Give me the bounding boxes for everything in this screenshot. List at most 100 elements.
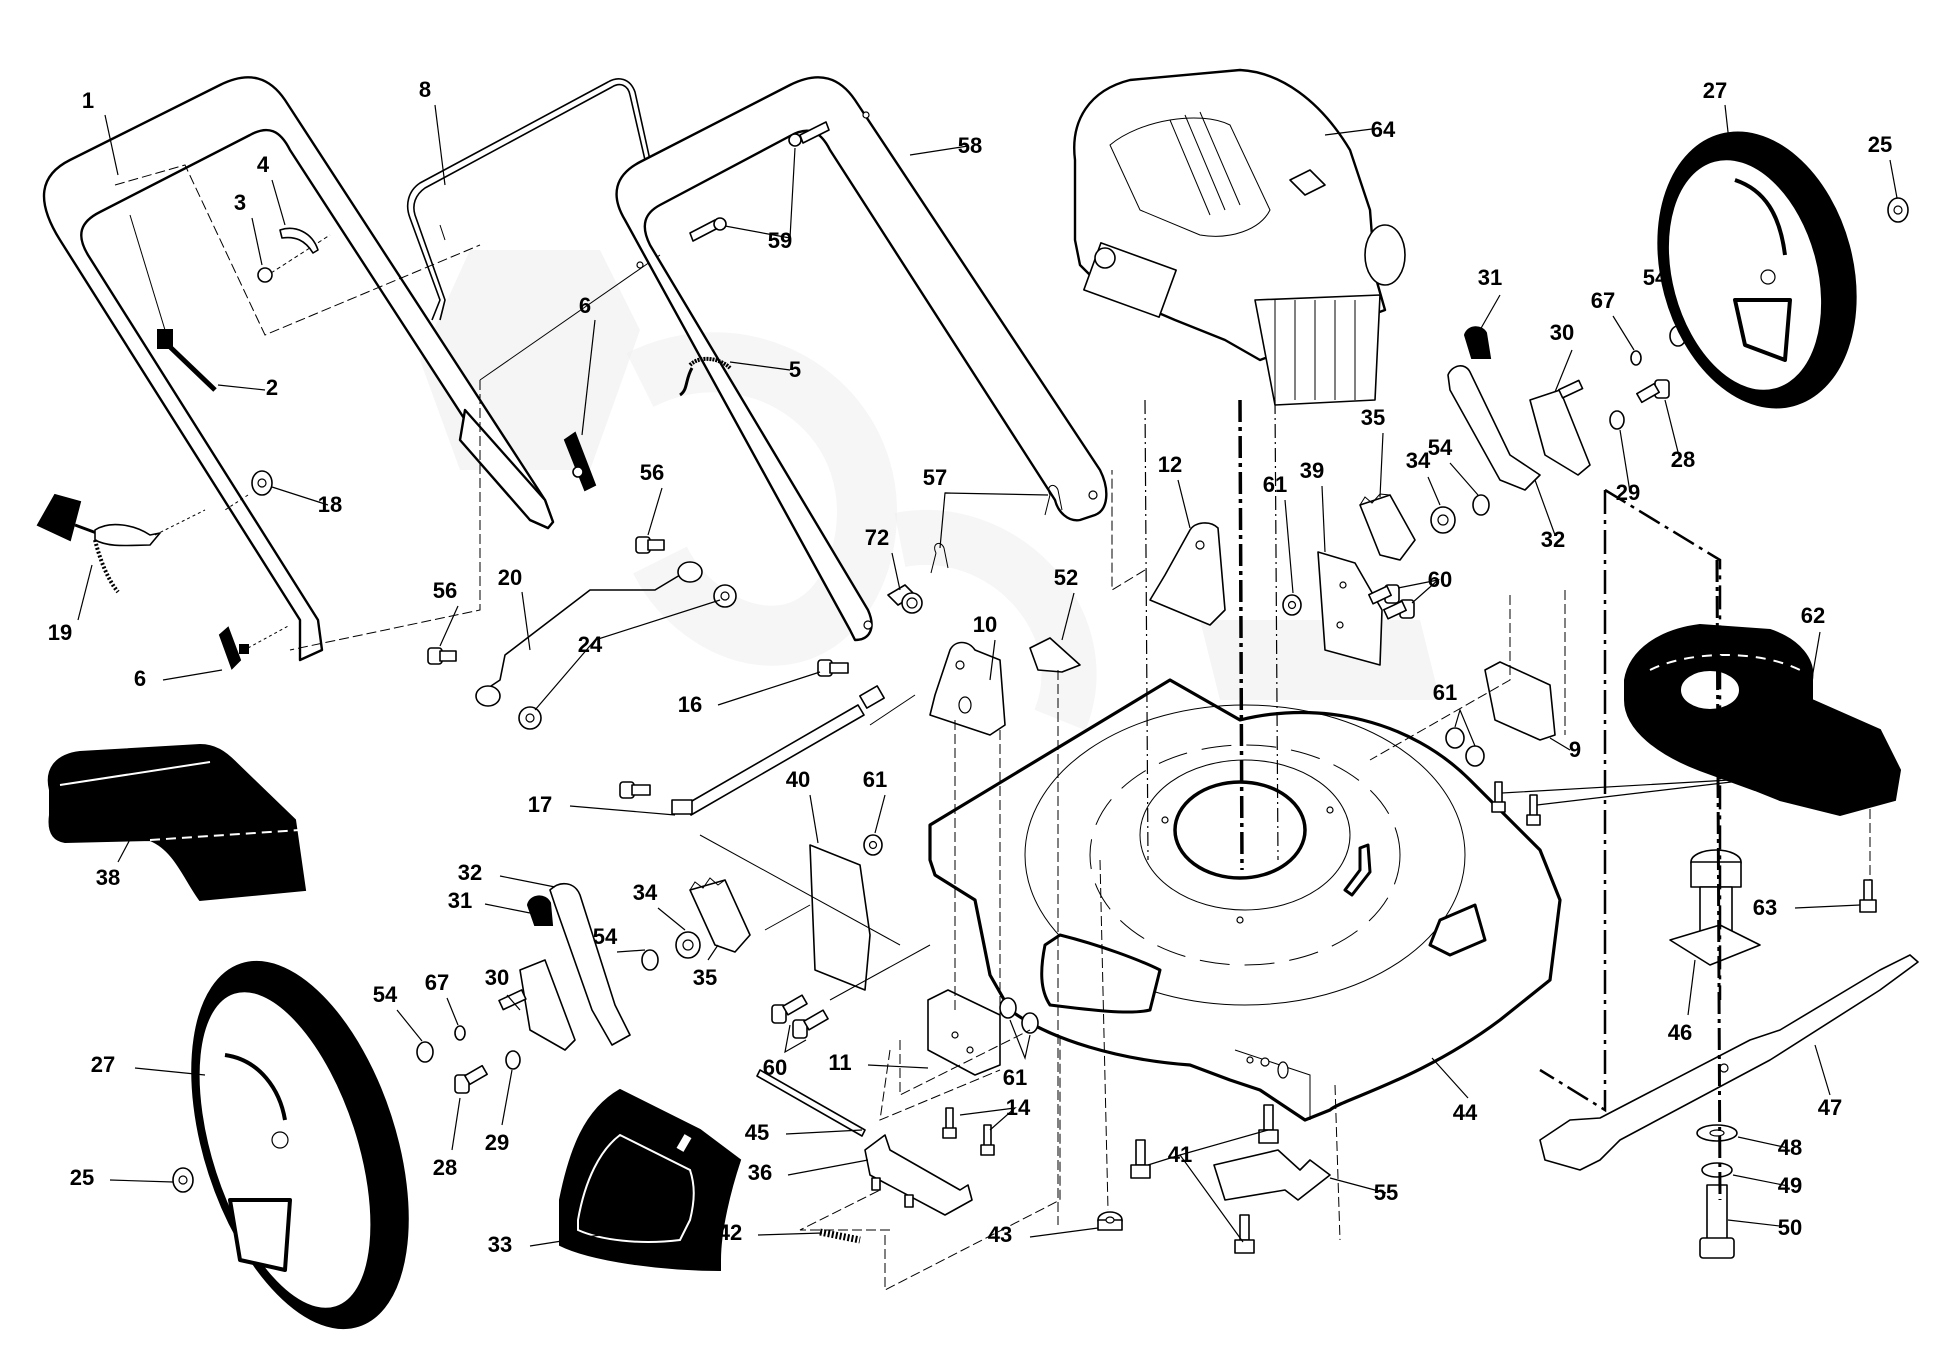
callout-hair-pin[interactable]: 57 [923, 465, 1049, 549]
deck-bolts-41[interactable] [1130, 1104, 1279, 1254]
hex-nut-43[interactable] [1097, 1211, 1123, 1231]
mid-handle[interactable] [289, 254, 661, 651]
callout-cable-tie-handle[interactable]: 5 [729, 357, 801, 382]
callout-height-link[interactable]: 20 [498, 565, 531, 651]
part-number-label[interactable]: 46 [1668, 1020, 1692, 1045]
spacer-34-left[interactable] [675, 931, 701, 959]
part-number-label[interactable]: 27 [1703, 78, 1727, 103]
callout-adjuster-plate-right[interactable]: 35 [1361, 405, 1385, 498]
callout-engine[interactable]: 64 [1324, 117, 1396, 142]
cable-guide-4[interactable] [279, 227, 319, 254]
part-number-label[interactable]: 32 [458, 860, 482, 885]
part-number-label[interactable]: 61 [1433, 680, 1457, 705]
nuts-61-right-lower[interactable] [1445, 727, 1485, 767]
callout-wheel-cover[interactable]: 33 [488, 1232, 601, 1257]
part-number-label[interactable]: 10 [973, 612, 997, 637]
part-number-label[interactable]: 6 [579, 293, 591, 318]
part-number-label[interactable]: 72 [865, 525, 889, 550]
callout-carriage-bolts[interactable]: 59 [724, 147, 796, 253]
nuts-61-left-lower[interactable] [999, 997, 1039, 1034]
control-bail-8[interactable] [406, 78, 651, 321]
height-lever-32-right[interactable] [1447, 365, 1541, 491]
wheel-27-left[interactable] [151, 935, 449, 1345]
callout-bracket-left-lower[interactable]: 11 [828, 1050, 929, 1075]
part-number-label[interactable]: 61 [1003, 1065, 1027, 1090]
bracket-11[interactable] [927, 989, 1001, 1076]
part-number-label[interactable]: 57 [923, 465, 947, 490]
part-number-label[interactable]: 27 [91, 1052, 115, 1077]
part-number-label[interactable]: 45 [745, 1120, 769, 1145]
lock-nut-24[interactable] [518, 584, 737, 730]
callout-hex-nut[interactable]: 43 [988, 1222, 1099, 1247]
part-number-label[interactable]: 64 [1371, 117, 1396, 142]
part-number-label[interactable]: 6 [134, 666, 146, 691]
part-number-label[interactable]: 20 [498, 565, 522, 590]
callout-hub-cap-left[interactable]: 25 [70, 1165, 174, 1190]
part-number-label[interactable]: 63 [1753, 895, 1777, 920]
part-number-label[interactable]: 54 [1428, 435, 1453, 460]
callout-blade-washer[interactable]: 48 [1737, 1135, 1802, 1160]
axle-plate-30-right[interactable] [1529, 379, 1591, 476]
callout-height-lever-left[interactable]: 32 [458, 860, 556, 888]
callout-deck-bolts[interactable]: 41 [1147, 1129, 1269, 1243]
nut-61-left-bracket[interactable] [863, 834, 883, 856]
callout-rear-door-bracket[interactable]: 36 [748, 1159, 869, 1185]
part-number-label[interactable]: 17 [528, 792, 552, 817]
callout-nut[interactable]: 18 [271, 486, 342, 517]
part-number-label[interactable]: 25 [1868, 132, 1892, 157]
callout-hub-cap-right[interactable]: 25 [1868, 132, 1898, 199]
callout-cable-guide[interactable]: 4 [257, 152, 286, 226]
part-number-label[interactable]: 38 [96, 865, 120, 890]
callout-hinge-bracket-right[interactable]: 12 [1158, 452, 1191, 529]
callout-shoulder-bolt[interactable]: 16 [678, 671, 821, 717]
blade-adapter-46[interactable] [1669, 849, 1761, 966]
part-number-label[interactable]: 42 [718, 1220, 742, 1245]
bolts-60-right[interactable] [1368, 584, 1415, 620]
part-number-label[interactable]: 59 [768, 228, 792, 253]
callout-bolts-right[interactable]: 60 [1397, 567, 1452, 604]
callout-nut-left-bracket[interactable]: 61 [863, 767, 887, 834]
part-number-label[interactable]: 36 [748, 1160, 772, 1185]
part-number-label[interactable]: 24 [578, 632, 603, 657]
callout-cable-clip[interactable]: 72 [865, 525, 901, 591]
spring-42[interactable] [819, 1228, 861, 1244]
part-number-label[interactable]: 34 [633, 880, 658, 905]
engine-64[interactable] [1073, 68, 1406, 406]
bolt-56-lower[interactable] [427, 647, 457, 665]
callout-washer-right[interactable]: 29 [1616, 429, 1640, 505]
part-number-label[interactable]: 9 [1569, 737, 1581, 762]
bolts-60-left[interactable] [771, 994, 829, 1039]
hair-pin-57[interactable] [930, 484, 1063, 574]
part-number-label[interactable]: 33 [488, 1232, 512, 1257]
part-number-label[interactable]: 60 [1428, 567, 1452, 592]
callout-height-bracket-right[interactable]: 39 [1300, 458, 1326, 553]
callout-lock-nut[interactable]: 24 [534, 599, 721, 711]
part-number-label[interactable]: 62 [1801, 603, 1825, 628]
part-number-label[interactable]: 54 [373, 982, 398, 1007]
callout-blade-adapter[interactable]: 46 [1668, 959, 1696, 1045]
part-number-label[interactable]: 67 [425, 970, 449, 995]
rear-flap-38[interactable] [47, 743, 307, 902]
callout-deck-plug[interactable]: 52 [1054, 565, 1078, 641]
part-number-label[interactable]: 34 [1406, 448, 1431, 473]
part-number-label[interactable]: 35 [1361, 405, 1385, 430]
part-number-label[interactable]: 2 [266, 375, 278, 400]
hinge-bracket-10[interactable] [929, 641, 1006, 736]
part-number-label[interactable]: 56 [640, 460, 664, 485]
callout-bolt-link-lower[interactable]: 56 [433, 578, 459, 647]
o-ring-67-left[interactable] [454, 1025, 466, 1041]
callout-bracket-right[interactable]: 9 [1549, 737, 1581, 762]
callout-baffle-screw[interactable]: 63 [1753, 895, 1861, 920]
callout-washer-right-inner[interactable]: 54 [1428, 435, 1479, 496]
part-number-label[interactable]: 12 [1158, 452, 1182, 477]
height-lever-32-left[interactable] [549, 882, 631, 1046]
part-number-label[interactable]: 16 [678, 692, 702, 717]
part-number-label[interactable]: 56 [433, 578, 457, 603]
callout-bolt-left[interactable]: 14 [959, 1095, 1031, 1131]
carriage-bolts-59[interactable] [689, 121, 830, 242]
callout-axle-plate-right[interactable]: 30 [1550, 320, 1574, 393]
part-number-label[interactable]: 30 [485, 965, 509, 990]
part-number-label[interactable]: 25 [70, 1165, 94, 1190]
part-number-label[interactable]: 28 [433, 1155, 457, 1180]
callout-cable-tie[interactable]: 2 [217, 375, 278, 400]
